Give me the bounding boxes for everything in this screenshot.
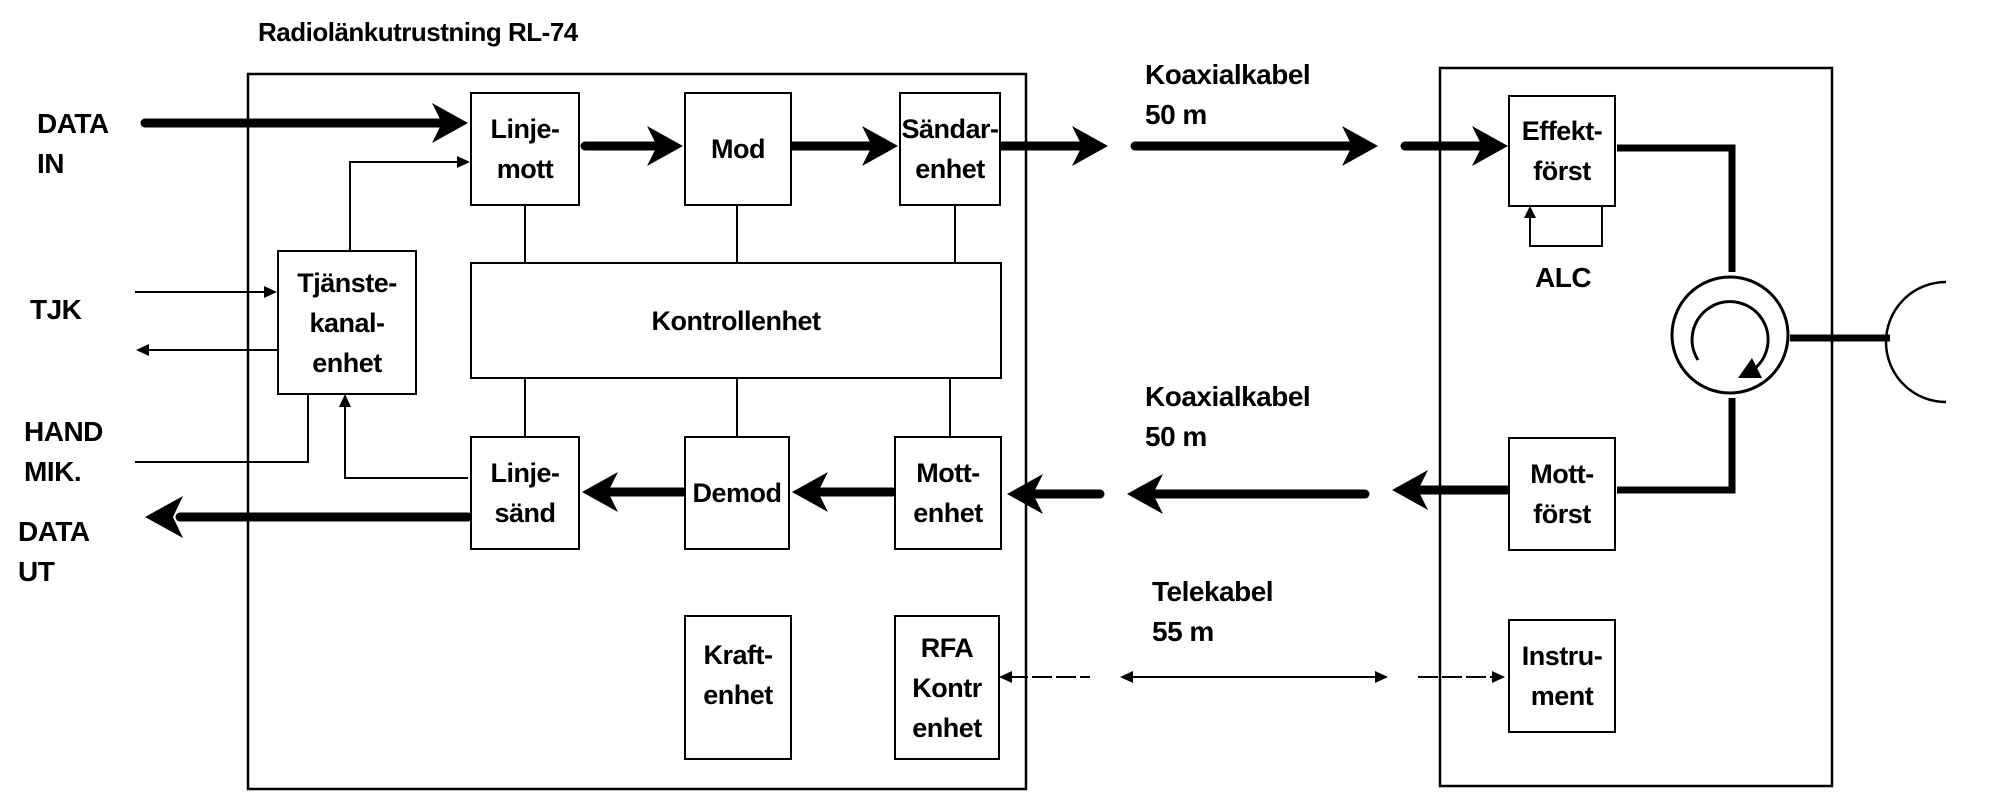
label-tjk: TJK <box>30 294 82 325</box>
rfa-unit-frame <box>1438 66 1834 788</box>
block-kontrollenhet <box>470 262 1002 379</box>
block-tjanstekanalenhet-label: Tjänste- kanal- enhet <box>297 267 397 378</box>
linjesand-to-tjanste-arrowhead <box>339 394 351 407</box>
alc-loop-line <box>1529 205 1603 247</box>
circulator <box>1670 275 1790 395</box>
rfa-kontr-link-arrowhead <box>999 671 1012 683</box>
tjanste-to-linjemott-arrowhead <box>457 156 470 168</box>
block-sandarenhet <box>899 92 1001 206</box>
mottenhet-to-demod-arrow <box>792 472 898 512</box>
block-mod-label: Mod <box>711 134 765 164</box>
block-kraftenhet-label: Kraft- enhet <box>703 640 773 710</box>
block-linjesand <box>470 436 580 550</box>
block-mottenhet-label: Mott- enhet <box>913 458 983 528</box>
block-mottforst-label: Mott- först <box>1530 459 1594 529</box>
block-rfa-kontr <box>894 615 1000 760</box>
diagram-title: Radiolänkutrustning RL-74 <box>258 17 578 47</box>
data-in-arrow <box>140 103 468 143</box>
effektforst-input-arrow <box>1400 126 1508 166</box>
alc-loop-arrowhead <box>1524 206 1536 218</box>
block-mottenhet <box>894 436 1002 550</box>
label-koax-top: Koaxialkabel 50 m <box>1145 59 1311 130</box>
label-data-ut: DATA UT <box>18 516 90 587</box>
linjemott-to-mod-arrow <box>580 126 683 166</box>
demod-to-linjesand-arrow <box>582 472 688 512</box>
circulator-arrow-arc <box>1690 300 1770 374</box>
mottenhet-input-arrow <box>1007 474 1105 514</box>
circulator-arrowhead <box>1738 358 1762 378</box>
label-alc: ALC <box>1535 262 1592 293</box>
block-linjesand-label: Linje- sänd <box>490 458 561 528</box>
handmik-line <box>135 393 309 463</box>
mottforst-output-arrow <box>1392 470 1513 510</box>
antenna-dish <box>1884 280 1947 404</box>
instrument-link-arrowhead <box>1492 671 1505 683</box>
label-koax-bottom: Koaxialkabel 50 m <box>1145 381 1311 452</box>
block-mod <box>684 92 792 206</box>
mod-to-sandar-arrow <box>785 126 898 166</box>
sandar-output-arrow <box>995 126 1108 166</box>
telekabel-arrowhead-left <box>1120 671 1133 683</box>
koax-top-arrow <box>1130 126 1378 166</box>
label-data-in: DATA IN <box>37 108 109 179</box>
tjk-out-arrowhead <box>136 344 149 356</box>
tjk-in-arrowhead <box>264 286 277 298</box>
tjanste-to-linjemott-line <box>349 161 460 250</box>
block-kontrollenhet-label: Kontrollenhet <box>651 305 822 336</box>
block-tjanstekanalenhet <box>277 250 417 395</box>
label-telekabel: Telekabel 55 m <box>1152 576 1274 647</box>
block-instrument <box>1508 619 1616 733</box>
block-effektforst-label: Effekt- först <box>1521 116 1603 186</box>
effekt-to-circulator-line <box>1617 144 1736 272</box>
koax-bottom-arrow <box>1127 474 1370 514</box>
circulator-to-mottforst-line <box>1617 398 1736 494</box>
block-rfa-kontr-label: RFA Kontr enhet <box>912 632 982 743</box>
data-ut-arrow <box>145 496 473 538</box>
main-unit-frame <box>246 72 1028 791</box>
block-effektforst <box>1508 95 1616 207</box>
block-kraftenhet <box>684 615 792 760</box>
label-hand-mik: HAND MIK. <box>24 416 103 487</box>
block-linjemott <box>470 92 580 206</box>
telekabel-arrowhead-right <box>1375 671 1388 683</box>
block-instrument-label: Instru- ment <box>1521 641 1603 711</box>
linjesand-to-tjanste-line <box>344 405 468 479</box>
block-demod <box>684 436 790 550</box>
block-linjemott-label: Linje- mott <box>490 114 561 184</box>
block-demod-label: Demod <box>692 478 782 508</box>
block-sandarenhet-label: Sändar- enhet <box>901 114 999 184</box>
block-mottforst <box>1508 437 1616 551</box>
